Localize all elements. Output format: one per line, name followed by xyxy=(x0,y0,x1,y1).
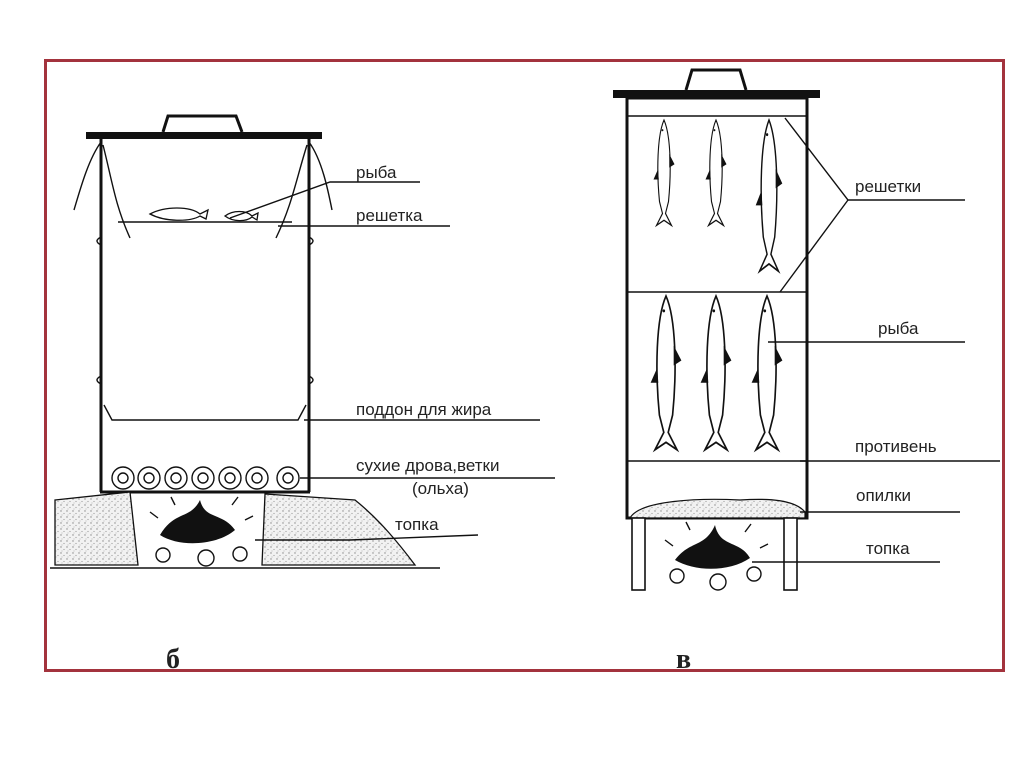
cabinet-lid xyxy=(613,90,820,98)
caption-b: б xyxy=(166,644,180,675)
leader-fish-b xyxy=(229,181,420,219)
fish-on-grate-2 xyxy=(223,210,259,222)
cloth-right-edge xyxy=(308,141,333,211)
label-sawdust: опилки xyxy=(856,486,911,505)
fish-lower-2 xyxy=(699,295,733,451)
label-fish-v: рыба xyxy=(878,319,919,338)
smoker-bucket-diagram: рыба решетка поддон для жира сухие дрова… xyxy=(50,114,555,675)
cabinet-firebox-fire xyxy=(664,521,769,591)
label-firebox-v: топка xyxy=(866,539,910,558)
caption-v: в xyxy=(676,644,691,675)
cloth-inner-left xyxy=(102,144,131,239)
fat-tray xyxy=(103,404,307,421)
sawdust-pile xyxy=(628,498,806,519)
label-fish-b: рыба xyxy=(356,163,397,182)
fish-lower-1 xyxy=(649,295,683,451)
label-grates: решетки xyxy=(855,177,921,196)
cabinet-leg-left xyxy=(631,517,646,591)
fish-on-grate-1 xyxy=(148,207,209,221)
cabinet-lid-handle xyxy=(684,68,748,91)
smoker-cabinet-diagram: решетки рыба противень опилки топка в xyxy=(613,68,1000,675)
leader-grates-mid xyxy=(779,199,849,293)
bucket-lid xyxy=(86,132,322,139)
label-firewood-line1: сухие дрова,ветки xyxy=(356,456,499,475)
cabinet-leg-right xyxy=(783,517,798,591)
cloth-left-edge xyxy=(73,141,102,211)
fish-upper-2 xyxy=(704,119,728,227)
bucket-lid-handle xyxy=(161,114,244,133)
label-fat-tray: поддон для жира xyxy=(356,400,492,419)
fish-upper-3 xyxy=(754,119,784,273)
ground-left xyxy=(54,491,139,566)
firewood-rolls xyxy=(111,466,300,490)
label-pan: противень xyxy=(855,437,937,456)
leader-firebox-b xyxy=(255,534,479,541)
firebox-fire xyxy=(149,496,254,567)
label-firewood-line2: (ольха) xyxy=(412,479,469,498)
fish-upper-1 xyxy=(652,119,676,227)
ground-right xyxy=(261,493,417,566)
diagram-frame xyxy=(44,59,1005,672)
label-firebox-b: топка xyxy=(395,515,439,534)
cloth-inner-right xyxy=(275,144,308,239)
label-grate-b: решетка xyxy=(356,206,423,225)
fish-lower-3 xyxy=(750,295,784,451)
